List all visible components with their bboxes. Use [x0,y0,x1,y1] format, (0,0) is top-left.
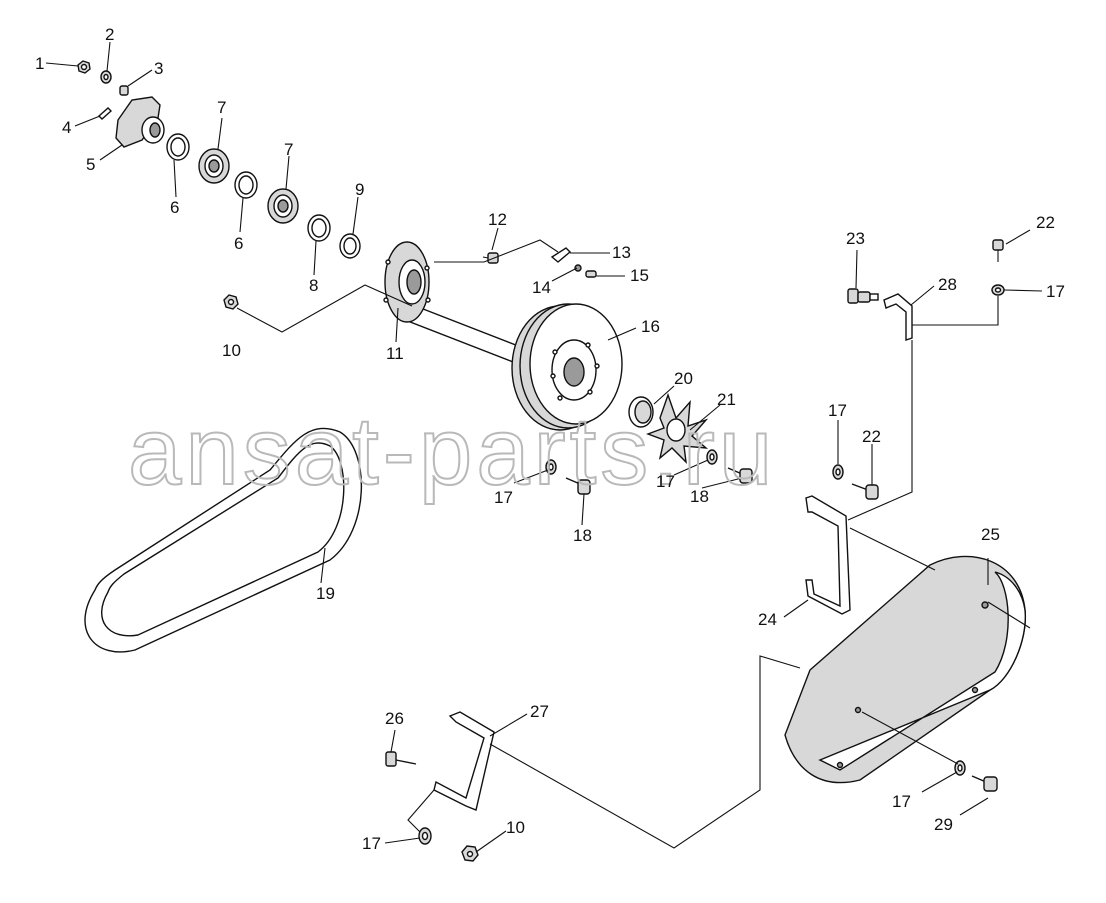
callout-18b: 18 [690,487,709,506]
part-1-nut [77,60,91,74]
callout-16: 16 [641,317,660,336]
callout-17f: 17 [362,834,381,853]
part-5-flange-housing [115,96,165,148]
watermark-text: ansat-parts.ru [128,398,776,505]
part-6-ring-b [234,171,258,199]
part-9-snap-ring [339,233,361,259]
callout-1: 1 [35,54,44,73]
part-20-spacer [628,396,654,428]
part-17-washer-e [954,760,966,776]
part-10-nut-b [461,845,479,862]
part-15-screw [585,270,597,278]
callout-17c: 17 [828,401,847,420]
part-19-belt [84,427,363,653]
callout-10a: 10 [222,341,241,360]
part-24-bracket [805,495,851,615]
callout-8: 8 [309,276,318,295]
callout-7b: 7 [284,140,293,159]
callout-9: 9 [355,180,364,199]
callout-26: 26 [385,709,404,728]
callout-22a: 22 [862,427,881,446]
part-23-fitting [847,288,879,304]
part-28-bracket [883,293,913,341]
callout-23: 23 [846,229,865,248]
callout-10b: 10 [506,818,525,837]
callout-7a: 7 [217,98,226,117]
part-17-washer-c [832,464,844,480]
callout-17b: 17 [656,472,675,491]
callout-22b: 22 [1036,213,1055,232]
part-22-bolt-a [851,483,879,500]
callout-19: 19 [316,584,335,603]
leader-lines [45,41,1043,853]
callout-13: 13 [612,243,631,262]
part-3-bushing [119,85,129,96]
callout-27: 27 [530,702,549,721]
part-21-fan [646,392,709,464]
callout-17e: 17 [892,792,911,811]
callout-24: 24 [758,610,777,629]
part-4-key [97,107,113,120]
callout-20: 20 [674,369,693,388]
callout-11: 11 [386,344,404,363]
part-13-clip [550,247,572,263]
callout-14: 14 [532,278,551,297]
part-17-washer-f [418,827,432,845]
callout-4: 4 [62,118,71,137]
callout-28: 28 [938,275,957,294]
part-2-washer [100,70,112,84]
callout-29: 29 [934,815,953,834]
callout-2: 2 [105,25,114,44]
callout-labels: 1 2 3 4 5 6 6 7 7 8 9 10 10 11 12 13 14 … [35,25,1065,853]
part-22-bolt-b [992,239,1004,262]
part-29-bolt [971,775,998,792]
part-25-belt-cover [784,555,1026,784]
part-16-pulley [511,303,623,431]
part-10-nut-a [223,294,239,310]
part-26-bolt [385,751,417,767]
callout-12: 12 [488,210,507,229]
part-6-ring-a [166,133,190,161]
part-27-bracket [433,711,495,811]
callout-15: 15 [630,266,649,285]
part-18-bolt-b [727,467,753,484]
part-14-screw [574,264,582,272]
callout-18a: 18 [573,526,592,545]
part-7-bearing-a [198,148,230,184]
callout-5: 5 [86,155,95,174]
part-17-washer-d [991,284,1005,296]
callout-3: 3 [154,59,163,78]
part-17-washer-a [545,459,557,475]
callout-17d: 17 [1046,282,1065,301]
part-17-washer-b [706,449,718,465]
callout-6a: 6 [170,198,179,217]
callout-21: 21 [717,390,736,409]
callout-25: 25 [981,525,1000,544]
part-8-ring [307,214,331,242]
part-7-bearing-b [267,188,299,224]
callout-6b: 6 [234,234,243,253]
callout-17a: 17 [494,488,513,507]
